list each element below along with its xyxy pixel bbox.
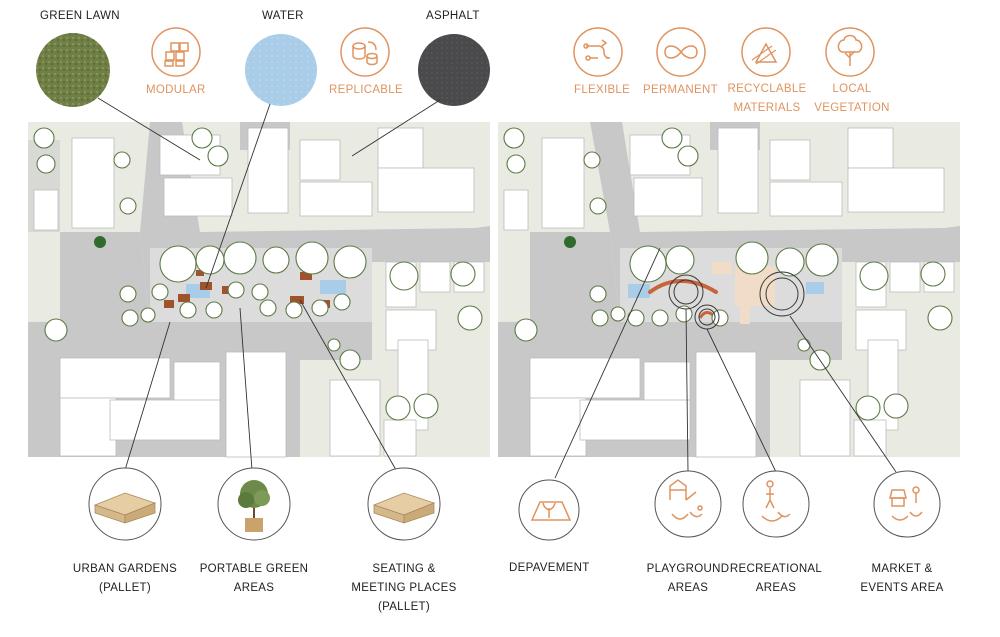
depavement-label: DEPAVEMENT [509, 562, 590, 574]
modular-icon [151, 27, 201, 77]
permanent-label: PERMANENT [643, 84, 718, 96]
modular-label: MODULAR [146, 84, 206, 96]
water-swatch [245, 34, 317, 106]
playground-circle [654, 470, 722, 538]
replicable-label: REPLICABLE [329, 84, 403, 96]
water-label: WATER [262, 10, 304, 22]
depavement-icon [530, 501, 572, 521]
left-site-map [28, 122, 490, 458]
flexible-icon [573, 27, 623, 77]
green-lawn-swatch [36, 33, 110, 107]
asphalt-label: ASPHALT [426, 10, 480, 22]
recreational-label: RECREATIONAL AREAS [729, 563, 823, 594]
urban-gardens-label: URBAN GARDENS (PALLET) [72, 563, 178, 594]
recyclable-label: RECYCLABLE MATERIALS [727, 83, 807, 114]
potted-tree-icon [238, 480, 270, 532]
seating-label: SEATING & MEETING PLACES (PALLET) [351, 563, 457, 613]
recreational-circle [742, 470, 810, 538]
flexible-label: FLEXIBLE [574, 84, 631, 96]
portable-green-label: PORTABLE GREEN AREAS [199, 563, 309, 594]
playground-label: PLAYGROUND AREAS [646, 563, 730, 594]
replicable-icon [340, 27, 390, 77]
right-site-map [498, 122, 960, 458]
market-circle [873, 470, 941, 538]
permanent-icon [656, 27, 706, 77]
pallet-icon [93, 492, 157, 524]
green-lawn-label: GREEN LAWN [40, 10, 120, 22]
market-icon [889, 486, 923, 521]
recyclable-icon [741, 27, 791, 77]
tree-icon [825, 27, 875, 77]
asphalt-swatch [418, 34, 490, 106]
local-vegetation-label: LOCAL VEGETATION [814, 83, 890, 114]
pallet-icon [372, 492, 436, 524]
market-label: MARKET & EVENTS AREA [860, 563, 944, 594]
recreational-icon [761, 480, 791, 522]
playground-icon [669, 479, 703, 520]
